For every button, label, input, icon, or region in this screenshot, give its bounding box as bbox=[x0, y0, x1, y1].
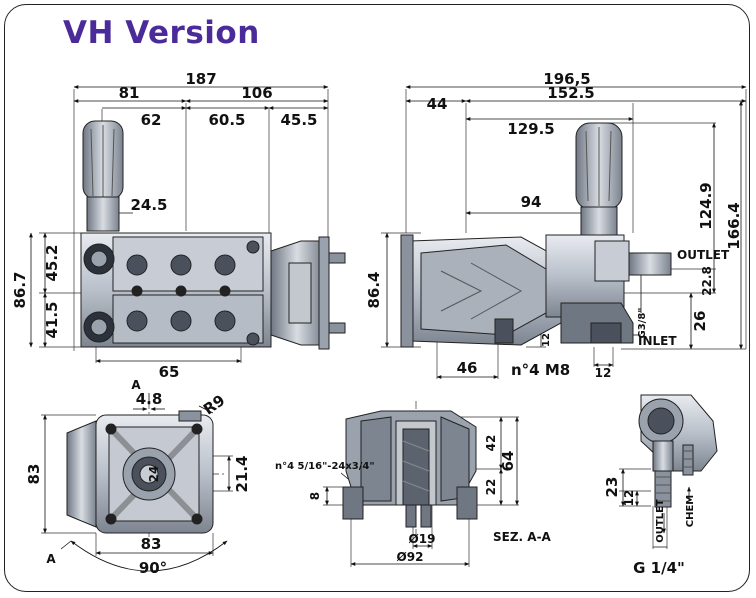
section-a-top: A bbox=[131, 378, 141, 392]
section-a-bottom: A bbox=[46, 552, 56, 566]
chem-label: CHEM bbox=[685, 495, 696, 528]
dim-45-5: 45.5 bbox=[280, 111, 317, 129]
outlet-label: OUTLET bbox=[677, 248, 730, 262]
dim-24: 24 bbox=[147, 466, 161, 483]
dim-196-5: 196,5 bbox=[543, 70, 590, 88]
dim-64: 64 bbox=[499, 451, 517, 472]
dim-12-valve: 12 bbox=[622, 490, 636, 507]
dim-106: 106 bbox=[241, 84, 272, 102]
drawing-frame: VH Version bbox=[4, 4, 750, 592]
flange-view: 4.8 A A R9 83 83 21.4 24 90° bbox=[25, 378, 251, 577]
dim-26: 26 bbox=[691, 311, 709, 332]
dim-83-vertical: 83 bbox=[25, 464, 43, 485]
dia-92: Ø92 bbox=[397, 550, 424, 564]
dim-41-5: 41.5 bbox=[43, 301, 61, 338]
section-view: n°4 5/16"-24x3/4" 8 42 22 64 Ø19 Ø92 SEZ… bbox=[275, 401, 552, 567]
dim-r9: R9 bbox=[200, 391, 228, 418]
dim-166-4: 166.4 bbox=[725, 202, 743, 249]
dim-24-5: 24.5 bbox=[130, 196, 167, 214]
dim-8: 8 bbox=[308, 492, 322, 500]
side-view: 196,5 44 152.5 129.5 94 124.9 166.4 86.4… bbox=[365, 70, 747, 380]
dim-46: 46 bbox=[457, 359, 478, 377]
dim-152-5: 152.5 bbox=[547, 84, 594, 102]
dim-83-horizontal: 83 bbox=[141, 535, 162, 553]
dim-81: 81 bbox=[119, 84, 140, 102]
dim-129-5: 129.5 bbox=[507, 120, 554, 138]
angle-90: 90° bbox=[139, 559, 167, 577]
dim-21-4: 21.4 bbox=[233, 455, 251, 492]
dim-44: 44 bbox=[427, 95, 448, 113]
valve-view: 23 12 OUTLET CHEM G 1/4" bbox=[603, 394, 718, 577]
dim-23: 23 bbox=[603, 477, 621, 498]
dim-86-4: 86.4 bbox=[365, 271, 383, 308]
dim-60-5: 60.5 bbox=[208, 111, 245, 129]
dim-187: 187 bbox=[185, 70, 216, 88]
dim-62: 62 bbox=[141, 111, 162, 129]
dim-86-7: 86.7 bbox=[11, 271, 29, 308]
valve-outlet-label: OUTLET bbox=[655, 499, 666, 543]
technical-drawing: 187 81 106 62 60.5 45.5 24.5 45.2 41.5 8… bbox=[11, 70, 747, 577]
front-view: 187 81 106 62 60.5 45.5 24.5 45.2 41.5 8… bbox=[11, 70, 346, 381]
inlet-label: INLET bbox=[638, 334, 677, 348]
dim-94: 94 bbox=[521, 193, 542, 211]
dia-19: Ø19 bbox=[409, 532, 436, 546]
thread-label: G3/8" bbox=[637, 308, 648, 339]
dim-22: 22 bbox=[484, 479, 498, 496]
dim-65: 65 bbox=[159, 363, 180, 381]
dim-12-bottom: 12 bbox=[595, 366, 612, 380]
section-label: SEZ. A-A bbox=[493, 530, 552, 544]
thread-spec: n°4 5/16"-24x3/4" bbox=[275, 461, 375, 472]
dim-124-9: 124.9 bbox=[697, 182, 715, 229]
thread-g14: G 1/4" bbox=[633, 559, 685, 577]
dim-4-8: 4.8 bbox=[136, 390, 163, 408]
bolts-label: n°4 M8 bbox=[511, 361, 570, 379]
dim-12-side: 12 bbox=[541, 333, 552, 347]
page-title: VH Version bbox=[63, 15, 260, 51]
dim-45-2: 45.2 bbox=[43, 244, 61, 281]
dim-42: 42 bbox=[484, 435, 498, 452]
dim-22-8: 22.8 bbox=[700, 266, 714, 296]
